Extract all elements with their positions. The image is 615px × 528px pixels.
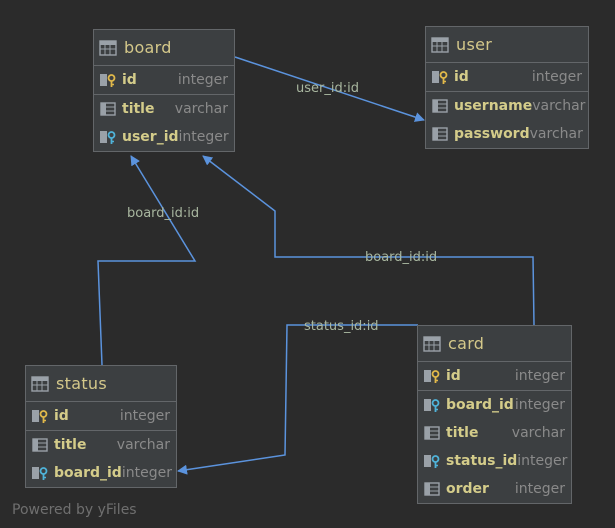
column-type: integer [514, 481, 565, 497]
column-icon [432, 99, 448, 113]
column-row-user-id[interactable]: id integer [426, 63, 588, 91]
foreign-key-icon [32, 467, 48, 480]
column-row-user-username[interactable]: username varchar [426, 92, 588, 120]
column-name: board_id [54, 465, 122, 481]
entity-card-header[interactable]: card [418, 326, 571, 362]
column-name: user_id [122, 129, 179, 145]
column-row-status-id[interactable]: id integer [26, 402, 176, 430]
column-row-board-user-id[interactable]: user_id integer [94, 123, 234, 151]
entity-board-header[interactable]: board [94, 30, 234, 66]
table-icon [423, 335, 441, 352]
column-type: varchar [532, 98, 586, 114]
column-name: title [446, 425, 479, 441]
column-name: id [454, 69, 469, 85]
column-row-card-board-id[interactable]: board_id integer [418, 391, 571, 419]
column-type: integer [517, 453, 568, 469]
key-separator [426, 91, 588, 92]
column-type: integer [119, 408, 170, 424]
foreign-key-icon [100, 131, 116, 144]
entity-card-name: card [448, 334, 485, 353]
column-name: id [446, 368, 461, 384]
column-row-card-order[interactable]: order integer [418, 475, 571, 503]
entity-user[interactable]: user id integer username varchar passwor… [425, 26, 589, 149]
column-icon [100, 102, 116, 116]
table-icon [431, 36, 449, 53]
edge-card-status [177, 324, 418, 475]
entity-card[interactable]: card id integer board_id integer title v… [417, 325, 572, 504]
entity-board[interactable]: board id integer title varchar user_id i… [93, 29, 235, 152]
edge-card-board [202, 155, 535, 326]
column-type: varchar [529, 126, 583, 142]
column-name: password [454, 126, 530, 142]
entity-status-name: status [56, 374, 107, 393]
column-icon [32, 438, 48, 452]
foreign-key-icon [424, 399, 440, 412]
column-row-user-password[interactable]: password varchar [426, 120, 588, 148]
column-type: varchar [116, 437, 170, 453]
edge-board-user [234, 56, 425, 122]
column-row-card-status-id[interactable]: status_id integer [418, 447, 571, 475]
edge-status-board [97, 155, 197, 366]
entity-board-name: board [124, 38, 172, 57]
column-row-card-id[interactable]: id integer [418, 362, 571, 390]
column-name: id [122, 72, 137, 88]
column-type: integer [121, 465, 172, 481]
edge-label-status-board-id: board_id:id [127, 206, 200, 221]
column-name: status_id [446, 453, 518, 469]
column-type: integer [531, 69, 582, 85]
column-row-status-board-id[interactable]: board_id integer [26, 459, 176, 487]
primary-key-icon [100, 74, 116, 87]
column-row-board-id[interactable]: id integer [94, 66, 234, 94]
key-separator [94, 94, 234, 95]
column-type: varchar [511, 425, 565, 441]
column-row-status-title[interactable]: title varchar [26, 431, 176, 459]
table-icon [99, 39, 117, 56]
column-name: order [446, 481, 489, 497]
column-name: title [54, 437, 87, 453]
column-name: id [54, 408, 69, 424]
column-type: integer [178, 129, 229, 145]
column-icon [424, 426, 440, 440]
table-icon [31, 375, 49, 392]
edge-label-user-id: user_id:id [296, 81, 359, 96]
entity-status-header[interactable]: status [26, 366, 176, 402]
column-name: username [454, 98, 533, 114]
column-icon [432, 127, 448, 141]
key-separator [26, 430, 176, 431]
primary-key-icon [32, 410, 48, 423]
key-separator [418, 390, 571, 391]
column-row-card-title[interactable]: title varchar [418, 419, 571, 447]
column-name: board_id [446, 397, 514, 413]
entity-user-name: user [456, 35, 493, 54]
column-row-board-title[interactable]: title varchar [94, 95, 234, 123]
column-type: integer [177, 72, 228, 88]
edge-label-card-board-id: board_id:id [365, 250, 438, 265]
column-type: integer [514, 368, 565, 384]
foreign-key-icon [424, 455, 440, 468]
entity-user-header[interactable]: user [426, 27, 588, 63]
yfiles-watermark: Powered by yFiles [12, 502, 137, 518]
primary-key-icon [424, 370, 440, 383]
column-type: integer [514, 397, 565, 413]
column-icon [424, 482, 440, 496]
entity-status[interactable]: status id integer title varchar board_id… [25, 365, 177, 488]
column-name: title [122, 101, 155, 117]
primary-key-icon [432, 71, 448, 84]
edge-label-status-id: status_id:id [304, 319, 379, 334]
column-type: varchar [174, 101, 228, 117]
